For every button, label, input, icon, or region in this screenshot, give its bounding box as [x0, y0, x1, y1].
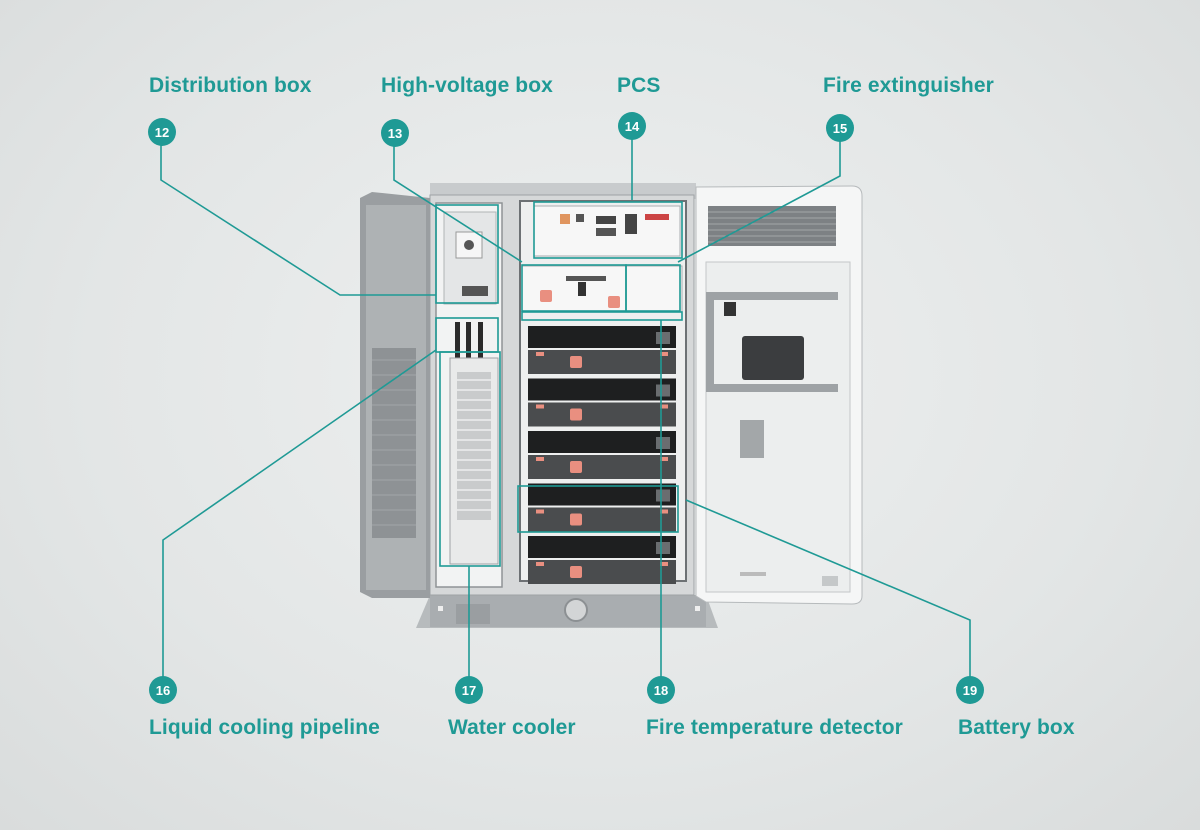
- callout-label-distribution-box: Distribution box: [149, 74, 312, 97]
- callout-number-16: 16: [149, 676, 177, 704]
- door-controller: [742, 336, 804, 380]
- battery-module: [528, 483, 676, 532]
- callout-number-13: 13: [381, 119, 409, 147]
- callout-label-fire-extinguisher: Fire extinguisher: [823, 74, 994, 97]
- callout-number-18: 18: [647, 676, 675, 704]
- callout-number-12: 12: [148, 118, 176, 146]
- callout-number-17: 17: [455, 676, 483, 704]
- callout-number-14: 14: [618, 112, 646, 140]
- battery-module: [528, 326, 676, 374]
- callout-label-fire-temperature-detector: Fire temperature detector: [646, 716, 903, 739]
- callout-label-liquid-cooling-pipeline: Liquid cooling pipeline: [149, 716, 380, 739]
- callout-number-15: 15: [826, 114, 854, 142]
- callout-number-19: 19: [956, 676, 984, 704]
- leader-lines: [160, 126, 971, 690]
- battery-module: [528, 378, 676, 427]
- callout-label-water-cooler: Water cooler: [448, 716, 576, 739]
- battery-module: [528, 536, 676, 584]
- callout-label-high-voltage-box: High-voltage box: [381, 74, 553, 97]
- battery-module: [528, 431, 676, 479]
- callout-label-pcs: PCS: [617, 74, 661, 97]
- callout-label-battery-box: Battery box: [958, 716, 1075, 739]
